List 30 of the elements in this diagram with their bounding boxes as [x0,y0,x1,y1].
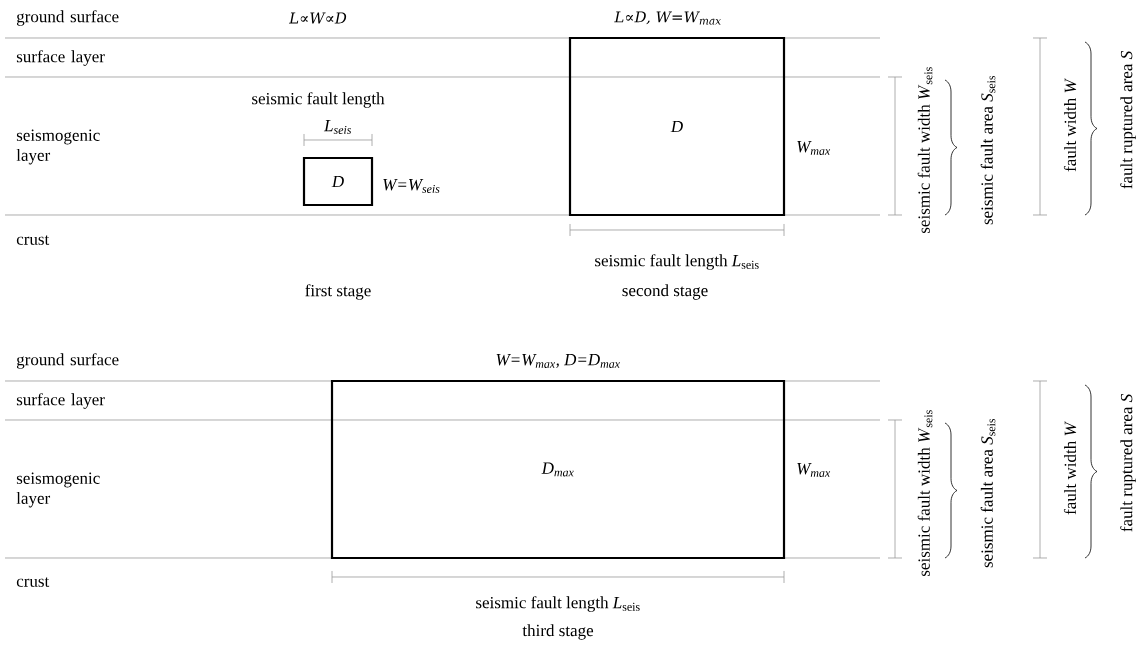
fault-rectangle: D [302,156,374,207]
layer-label: ground surface [16,353,119,369]
dimension-label: fault width W [1063,421,1077,515]
layer-label: ground surface [16,10,119,26]
layer-label: surface layer [16,393,105,409]
width-label: W$_{max}$ [797,463,831,477]
area-label: seismic fault area S$_{seis}$ [980,75,996,225]
dimension-label: seismic fault length L$_{seis}$ [595,254,759,270]
layer-label: surface layer [16,50,105,66]
dimension-label: fault width W [1063,78,1077,172]
formula-label: L∝W∝D [288,12,347,24]
layer-label: seismogenic layer [16,129,100,165]
dimension-label: seismic fault length [252,92,385,108]
width-label: W=W$_{seis}$ [383,179,440,193]
fault-rectangle: D$_{max}$ [330,379,786,560]
area-label: seismic fault area S$_{seis}$ [980,418,996,568]
layer-label: crust [16,577,50,587]
stage-caption: third stage [522,624,594,640]
dimension-label: seismic fault width W$_{seis}$ [917,67,933,233]
dimension-label: L$_{seis}$ [323,120,352,134]
layer-label: crust [16,235,50,245]
area-label: fault ruptured area S [1120,51,1136,189]
width-label: W$_{max}$ [797,141,831,155]
dimension-label: seismic fault width W$_{seis}$ [917,410,933,576]
layer-label: seismogenic layer [16,472,100,508]
fault-rectangle: D [568,36,786,217]
stage-caption: first stage [305,284,371,300]
dimension-label: seismic fault length L$_{seis}$ [476,596,640,612]
stage-caption: second stage [622,284,708,300]
area-label: fault ruptured area S [1120,394,1136,532]
